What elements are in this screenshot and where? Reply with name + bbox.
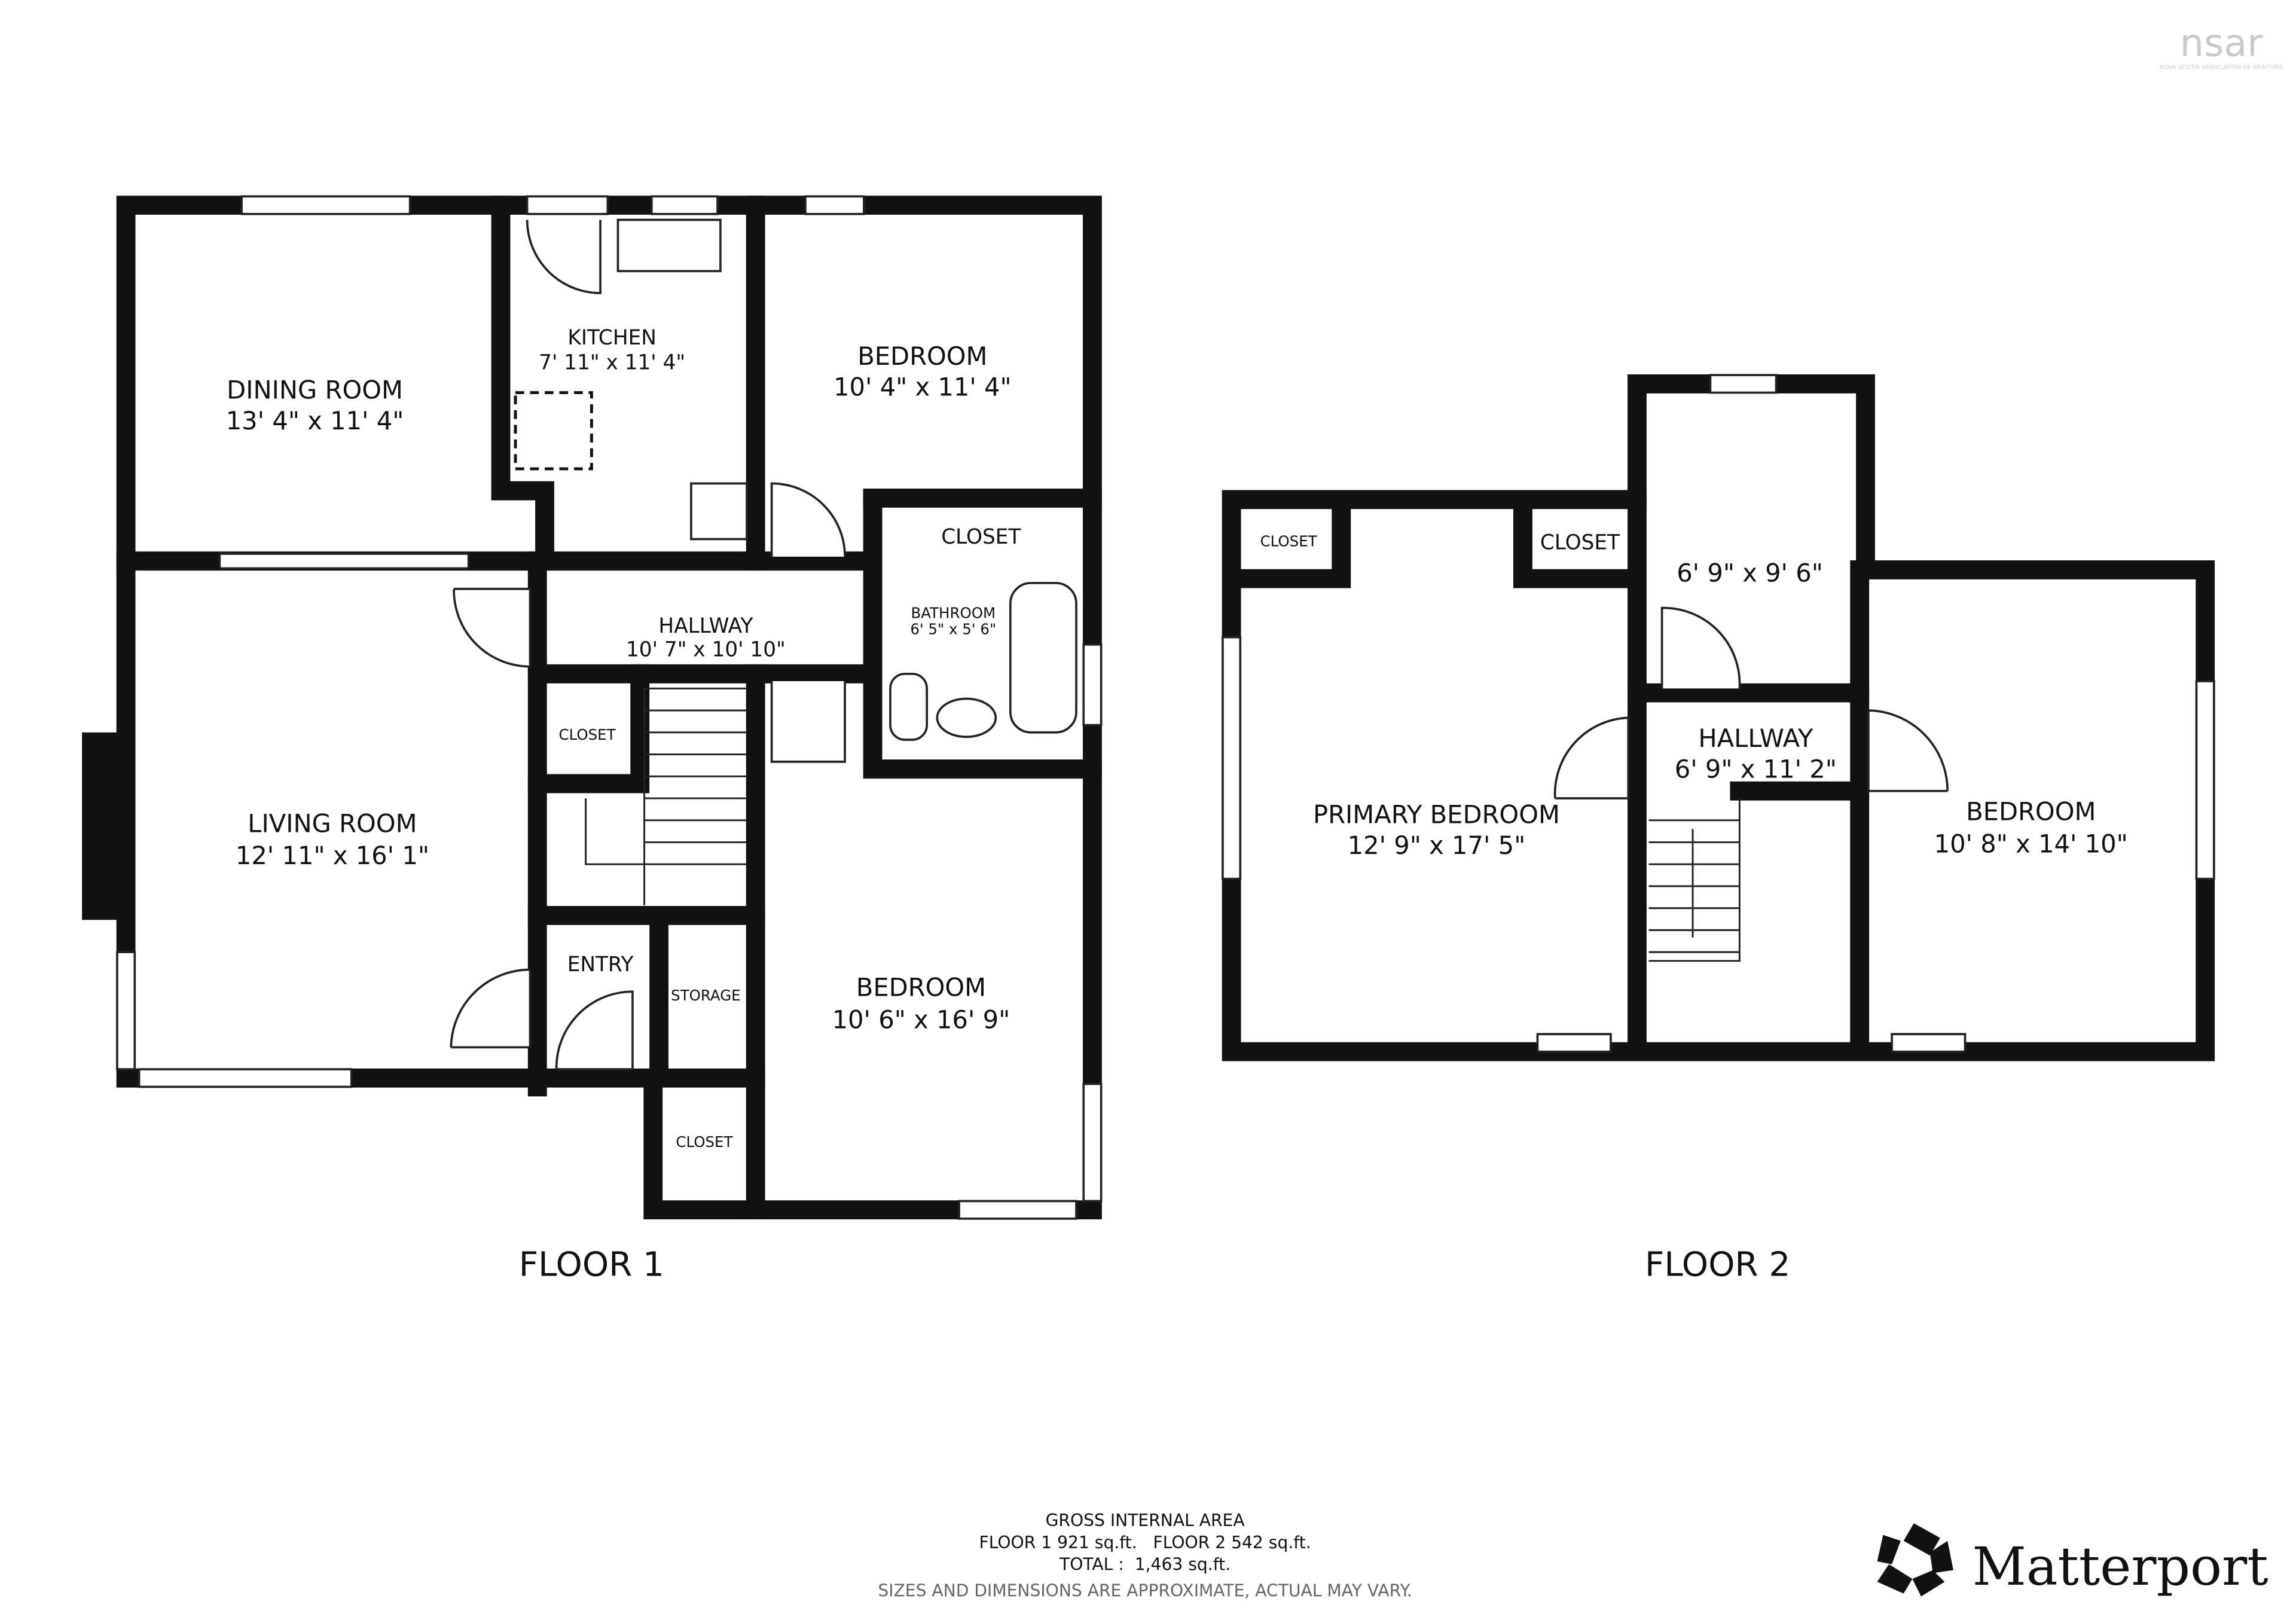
hallway-name: HALLWAY (658, 614, 753, 638)
matterport-logo-text: Matterport (1973, 1536, 2268, 1597)
nsar-logo-subtitle: NOVA SCOTIA ASSOCIATION OF REALTORS (2160, 64, 2283, 71)
area-heading: GROSS INTERNAL AREA (1046, 1511, 1245, 1530)
area-total: TOTAL : 1,463 sq.ft. (1059, 1555, 1231, 1575)
nsar-logo-text: nsar (2180, 21, 2264, 65)
f2-closet-a-name: CLOSET (1260, 533, 1318, 550)
living-room-dims: 12' 11" x 16' 1" (236, 841, 429, 870)
dining-room-name: DINING ROOM (227, 375, 403, 404)
floor2-labels: CLOSET CLOSET 6' 9" x 9' 6" PRIMARY BEDR… (1260, 531, 2128, 1285)
dining-room-dims: 13' 4" x 11' 4" (226, 406, 404, 435)
bathroom-name: BATHROOM (911, 605, 996, 622)
area-floors: FLOOR 1 921 sq.ft. FLOOR 2 542 sq.ft. (979, 1533, 1311, 1552)
f2-hallway-name: HALLWAY (1698, 724, 1813, 753)
living-room-name: LIVING ROOM (248, 809, 417, 838)
bedroom-a-dims: 10' 4" x 11' 4" (833, 372, 1012, 401)
matterport-logo: Matterport (1877, 1523, 2268, 1597)
bathroom-dims: 6' 5" x 5' 6" (910, 621, 996, 638)
bedroom-b-dims: 10' 6" x 16' 9" (832, 1005, 1010, 1034)
area-summary: GROSS INTERNAL AREA FLOOR 1 921 sq.ft. F… (878, 1511, 1412, 1601)
closet-b-name: CLOSET (559, 726, 616, 743)
floor1-stairs (585, 687, 747, 905)
kitchen-dims: 7' 11" x 11' 4" (539, 350, 685, 374)
f2-closet-b-name: CLOSET (1540, 531, 1620, 555)
floor2-title: FLOOR 2 (1645, 1245, 1790, 1284)
primary-bedroom-dims: 12' 9" x 17' 5" (1348, 831, 1526, 860)
nsar-logo: nsar NOVA SCOTIA ASSOCIATION OF REALTORS (2160, 21, 2283, 71)
matterport-mark-icon (1877, 1523, 1953, 1597)
entry-name: ENTRY (567, 953, 634, 977)
floor1-windows (116, 195, 1103, 1220)
disclaimer: SIZES AND DIMENSIONS ARE APPROXIMATE, AC… (878, 1581, 1412, 1601)
f2-hallway-dims: 6' 9" x 11' 2" (1675, 755, 1837, 784)
floor1-title: FLOOR 1 (519, 1245, 664, 1284)
f2-bedroom-name: BEDROOM (1966, 797, 2096, 826)
floor1-labels: DINING ROOM 13' 4" x 11' 4" KITCHEN 7' 1… (226, 326, 1022, 1285)
closet-c-name: CLOSET (676, 1133, 733, 1151)
storage-name: STORAGE (671, 987, 740, 1004)
floor2-windows-doors (1222, 374, 2215, 1053)
f2-bedroom-dims: 10' 8" x 14' 10" (1934, 829, 2128, 859)
bedroom-b-name: BEDROOM (856, 973, 986, 1002)
primary-bedroom-name: PRIMARY BEDROOM (1313, 800, 1560, 829)
small-room-dims: 6' 9" x 9' 6" (1677, 559, 1823, 588)
floor2-stairs (1648, 798, 1741, 962)
floor1-walls (82, 196, 1102, 1220)
hallway-dims: 10' 7" x 10' 10" (626, 637, 786, 661)
kitchen-name: KITCHEN (567, 326, 656, 350)
bedroom-a-name: BEDROOM (857, 341, 987, 371)
closet-a-name: CLOSET (941, 525, 1021, 549)
